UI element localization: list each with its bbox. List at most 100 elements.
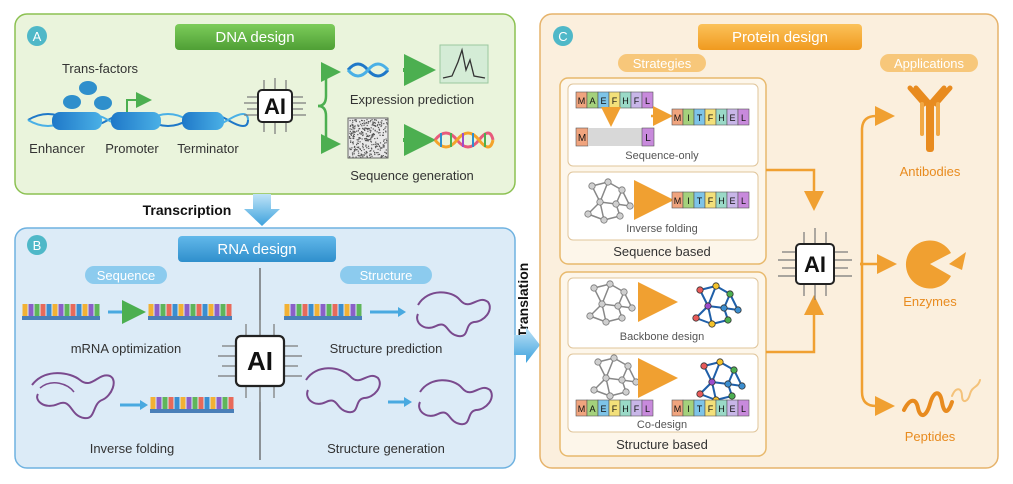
dna-title-box (175, 24, 335, 50)
structure-prediction-label: Structure prediction (330, 341, 443, 356)
co-design-label: Co-design (637, 419, 687, 431)
panel-badge-a (27, 26, 47, 46)
protein-title: Protein design (732, 29, 828, 46)
graph-structure-icon-1 (584, 178, 634, 224)
amino-acid-letter: E (729, 113, 735, 123)
rna-sequence-strip-2 (148, 304, 232, 320)
rna-structure-icon-right-bottom (418, 379, 493, 426)
expression-prediction-label: Expression prediction (350, 92, 474, 107)
promoter-arrow-icon (126, 92, 152, 112)
dna-strand-icon (27, 112, 249, 130)
promoter-element (111, 112, 161, 130)
amino-acid-letter: F (708, 404, 714, 414)
colorful-dna-icon (433, 131, 495, 149)
amino-acid-letter: L (645, 96, 650, 106)
enhancer-label: Enhancer (29, 141, 85, 156)
sequence-header: Sequence (97, 268, 156, 283)
enhancer-element (52, 112, 102, 130)
amino-acid-letter: E (600, 404, 606, 414)
amino-acid-letter: F (708, 196, 714, 206)
amino-acid-letter: I (687, 404, 690, 414)
amino-acid-cell (737, 108, 750, 126)
structure-based-label: Structure based (616, 437, 708, 452)
amino-acid-letter: M (674, 113, 682, 123)
enzymes-label: Enzymes (903, 294, 957, 309)
applications-header-box (880, 54, 978, 72)
protein-3d-structure-icon-1 (692, 282, 742, 328)
amino-acid-letter: T (697, 404, 703, 414)
ai-chip-icon-large: AI (218, 320, 302, 402)
panel-badge-a-label: A (33, 29, 42, 44)
amino-acid-letter: H (718, 196, 725, 206)
rna-sequence-strip-3 (150, 397, 234, 413)
peptide-icon (902, 379, 981, 417)
masked-end: L (645, 133, 651, 144)
panel-badge-c-label: C (558, 29, 567, 44)
trans-factor-blobs (63, 81, 112, 110)
transcription-label: Transcription (143, 202, 232, 218)
amino-acid-letter: E (729, 404, 735, 414)
amino-acid-letter: M (674, 196, 682, 206)
protein-inverse-folding-label: Inverse folding (626, 223, 698, 235)
translation-label: Translation (515, 263, 531, 338)
rna-sequence-strip-1 (22, 304, 100, 320)
inverse-folding-label: Inverse folding (90, 441, 175, 456)
ai-chip-label: AI (264, 94, 286, 119)
amino-acid-letter: T (697, 196, 703, 206)
rna-structure-icon-right-top (416, 291, 491, 338)
structure-generation-label: Structure generation (327, 441, 445, 456)
ai-chip-icon-protein: AI (778, 228, 852, 300)
branch-arrow-up (317, 62, 341, 108)
noise-square-icon (347, 117, 389, 159)
amino-acid-cell (737, 191, 750, 209)
amino-acid-letter: E (600, 96, 606, 106)
amino-acid-cell (737, 399, 750, 417)
amino-acid-letter: H (622, 404, 629, 414)
transcription-arrow (244, 194, 280, 226)
amino-acid-letter: M (674, 404, 682, 414)
amino-acid-letter: I (687, 113, 690, 123)
amino-acid-letter: H (718, 404, 725, 414)
amino-acid-letter: A (589, 96, 595, 106)
backbone-design-label: Backbone design (620, 331, 704, 343)
panel-badge-c (553, 26, 573, 46)
rna-structure-icon-left (31, 372, 115, 420)
rna-sequence-strip-4 (284, 304, 362, 320)
amino-acid-letter: A (589, 404, 595, 414)
trans-factors-label: Trans-factors (62, 61, 139, 76)
amino-acid-letter: L (741, 196, 746, 206)
applications-header: Applications (894, 56, 965, 71)
graph-structure-icon-3 (590, 354, 640, 400)
amino-acid-letter: L (741, 404, 746, 414)
ai-chip-icon: AI (244, 78, 306, 134)
sequence-based-label: Sequence based (613, 244, 711, 259)
amino-acid-letter: M (578, 404, 586, 414)
panel-badge-b (27, 235, 47, 255)
sequence-only-label: Sequence-only (625, 150, 699, 162)
amino-acid-letter: H (622, 96, 629, 106)
amino-acid-cell (641, 91, 654, 109)
amino-acid-letter: E (729, 196, 735, 206)
rna-design-panel: B RNA design Sequence Structure mRNA opt… (14, 227, 516, 469)
terminator-element (182, 112, 224, 130)
masked-start: M (578, 133, 586, 144)
amino-acid-letter: M (578, 96, 586, 106)
structure-header-box (340, 266, 432, 284)
rna-structure-icon-mid (305, 367, 381, 414)
amino-acid-letter: I (687, 196, 690, 206)
dna-title: DNA design (215, 29, 294, 46)
protein-3d-structure-icon-2 (696, 358, 746, 404)
panel-badge-b-label: B (33, 238, 42, 253)
amino-acid-letter: L (645, 404, 650, 414)
amino-acid-letter: H (718, 113, 725, 123)
masked-sequence: M L (575, 127, 655, 147)
antibody-icon (907, 85, 953, 152)
amino-acid-letter: F (612, 96, 618, 106)
branch-arrow-down (317, 104, 341, 154)
